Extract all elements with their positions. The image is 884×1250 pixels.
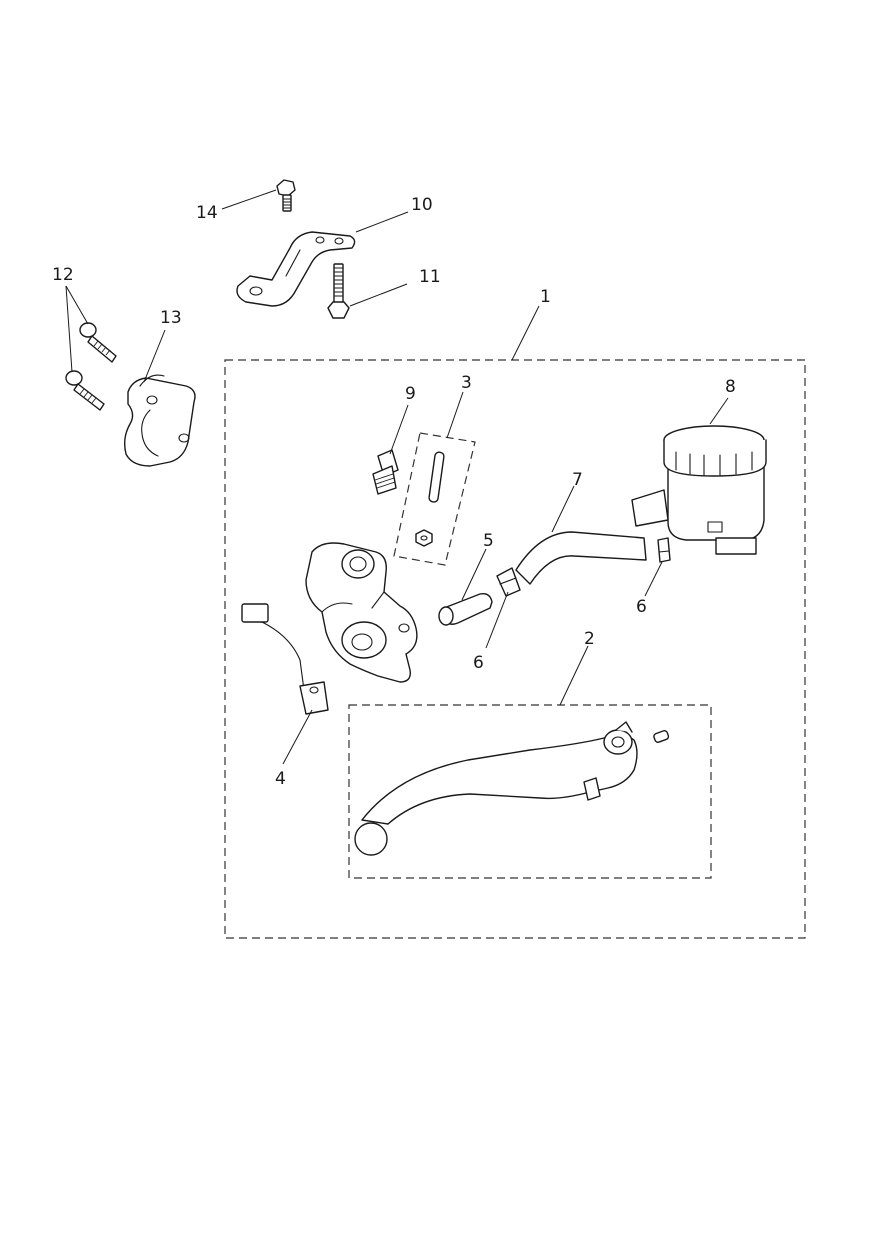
part-3-pushrod-kit <box>415 451 445 547</box>
callout-8: 8 <box>725 377 736 397</box>
callout-1: 1 <box>540 287 551 307</box>
part-14-bolt <box>276 179 296 212</box>
part-6-clip-lower <box>496 567 521 597</box>
part-12-screws <box>65 322 117 411</box>
part-4-switch <box>241 603 329 715</box>
callout-2: 2 <box>584 629 595 649</box>
part-6-clip-upper <box>657 537 671 563</box>
assembly-1-box <box>224 359 806 939</box>
callout-labels: 1 2 3 4 5 6 6 7 8 9 10 11 12 13 14 <box>52 195 736 789</box>
callout-14: 14 <box>196 203 218 223</box>
kit-3-box <box>393 432 476 566</box>
callout-10: 10 <box>411 195 433 215</box>
part-8-reservoir <box>631 425 767 555</box>
callout-3: 3 <box>461 373 472 393</box>
part-7-hose <box>515 531 647 585</box>
callout-6a: 6 <box>636 597 647 617</box>
callout-12: 12 <box>52 265 74 285</box>
lever-assembly-2-box <box>348 704 712 879</box>
callout-9: 9 <box>405 384 416 404</box>
callout-5: 5 <box>483 531 494 551</box>
leader-lines <box>65 189 729 765</box>
callout-11: 11 <box>419 267 441 287</box>
part-10-bracket <box>236 231 356 307</box>
part-5-hose-fitting <box>438 592 493 626</box>
part-9-fitting <box>372 449 399 495</box>
callout-7: 7 <box>572 470 583 490</box>
part-13-clamp <box>123 374 196 467</box>
part-11-bolt <box>327 263 350 319</box>
master-cylinder-body <box>305 542 418 683</box>
callout-6b: 6 <box>473 653 484 673</box>
part-2-lever <box>354 721 670 856</box>
callout-4: 4 <box>275 769 286 789</box>
callout-13: 13 <box>160 308 182 328</box>
